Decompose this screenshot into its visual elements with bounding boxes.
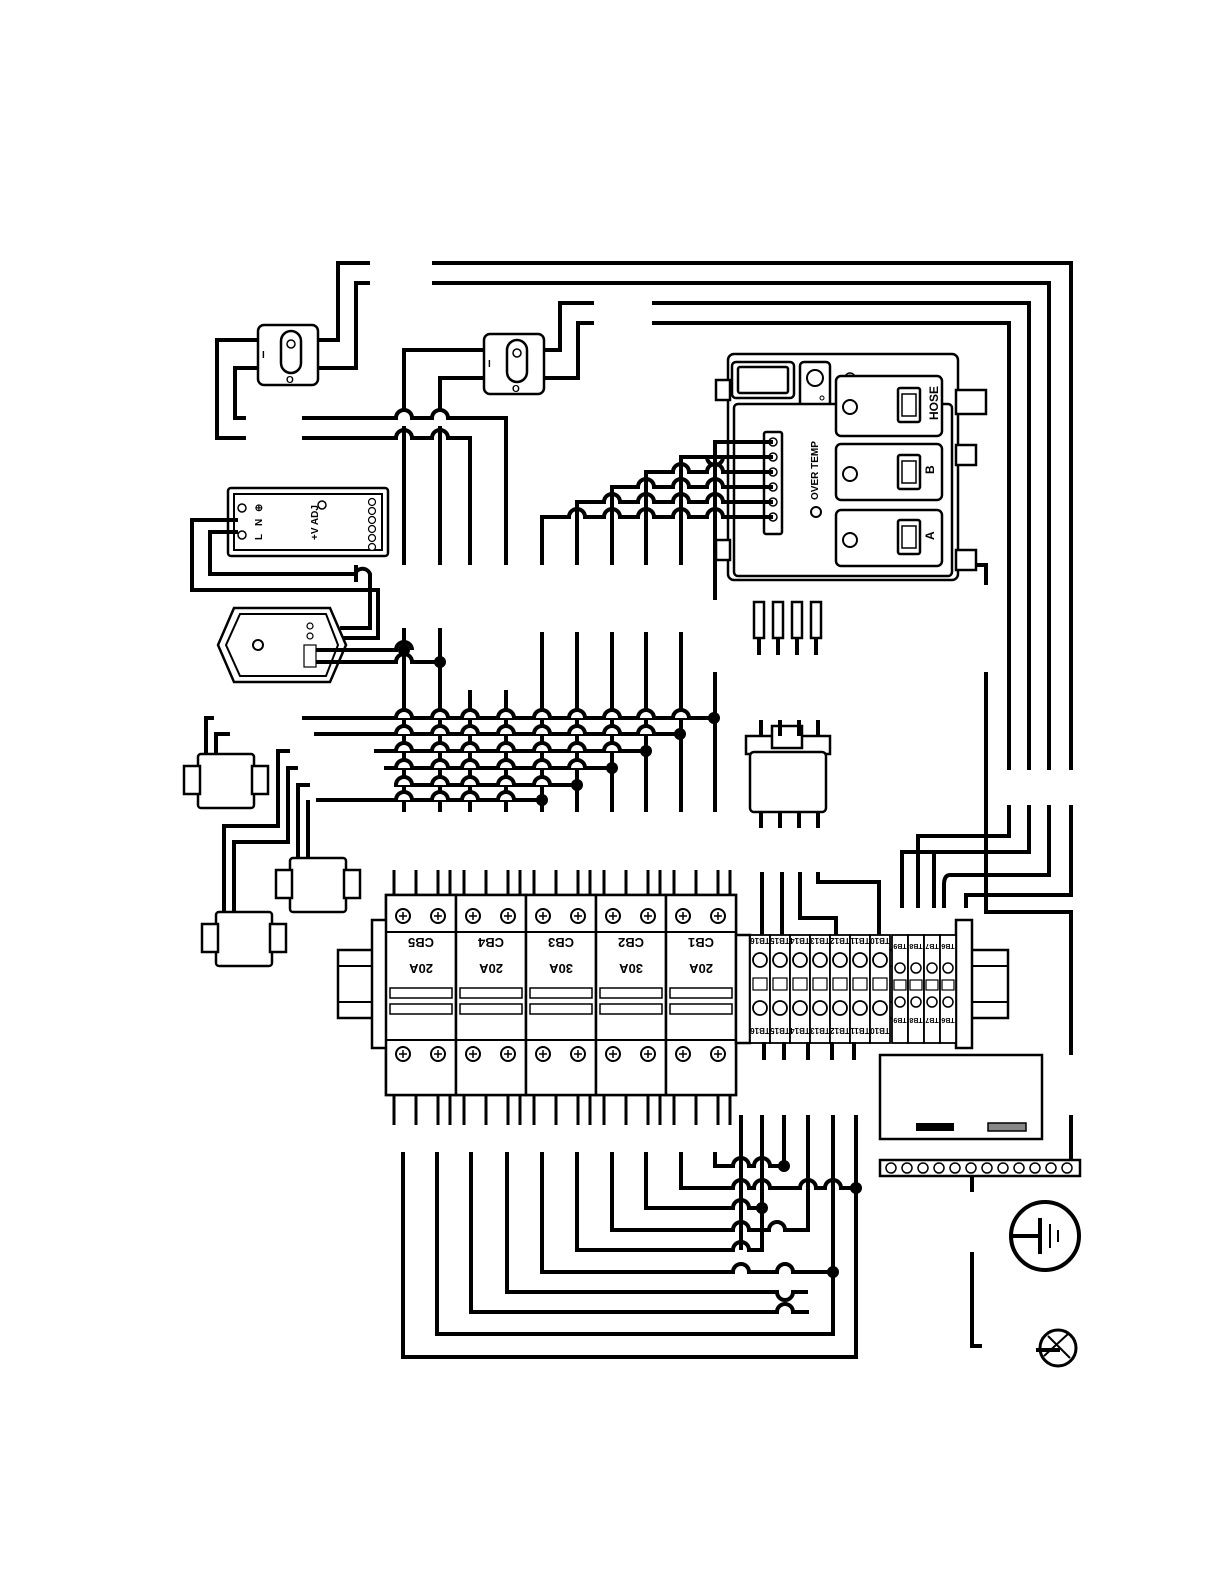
breaker-id-label: CB3 [548,935,574,950]
relay-module-1 [184,718,268,808]
breaker-rating-label: 20A [478,961,502,976]
terminal-label-bottom: TB9 [893,1016,906,1023]
bottom-wires [403,1115,862,1357]
switch-off-mark: O [286,375,294,386]
zone-label-a: A [923,531,937,540]
breaker-cb2[interactable]: CB2 30A [596,870,666,1125]
ground-bar-hole [1014,1163,1024,1173]
terminal-label-top: TB8 [909,942,922,949]
breaker-rating-label: 20A [688,961,712,976]
ps-label-ground: ⊕ [254,504,265,512]
ps-label-l: L [254,534,265,540]
control-module: HOSE B A OVER TEMP [716,354,986,580]
ground-bar-hole [1046,1163,1056,1173]
terminal-label-bottom: TB8 [909,1016,922,1023]
breaker-rating-label: 30A [548,961,572,976]
zone-label-hose: HOSE [927,386,941,420]
ground-bar-hole [982,1163,992,1173]
ground-bar-hole [966,1163,976,1173]
terminal-label-top: TB9 [893,942,906,949]
terminal-label-bottom: TB12 [830,1026,850,1035]
terminal-label-bottom: TB14 [790,1026,810,1035]
ground-bar-hole [918,1163,928,1173]
breaker-id-label: CB4 [477,935,504,950]
terminal-label-bottom: TB7 [925,1016,938,1023]
ground-bar-hole [1062,1163,1072,1173]
ground-bar-hole [998,1163,1008,1173]
terminal-label-top: TB12 [830,936,850,945]
terminal-label-top: TB15 [770,936,790,945]
zone-label-b: B [923,465,937,474]
wire-ferrules [754,602,821,655]
ground-bar-hole [950,1163,960,1173]
ground-bar-hole [886,1163,896,1173]
breaker-id-label: CB1 [688,935,714,950]
over-temp-label: OVER TEMP [810,441,821,500]
terminal-label-top: TB10 [870,936,890,945]
terminal-label-bottom: TB15 [770,1026,790,1035]
terminal-label-bottom: TB11 [850,1026,870,1035]
terminal-label-bottom: TB13 [810,1026,830,1035]
bus-grid [302,628,720,812]
terminal-block-bank: TB16TB16TB15TB15TB14TB14TB13TB13TB12TB12… [736,920,972,1048]
switch-on-mark: I [262,350,265,361]
breaker-id-label: CB5 [408,935,434,950]
breaker-rating-label: 30A [618,961,642,976]
terminal-label-bottom: TB10 [870,1026,890,1035]
breaker-rating-label: 20A [408,961,432,976]
terminal-label-top: TB16 [750,936,770,945]
switch-on-mark: I [488,359,491,370]
transformer [746,720,830,828]
breaker-cb4[interactable]: CB4 20A [456,870,526,1125]
breaker-cb1[interactable]: CB1 20A [666,870,736,1125]
disconnect-switch-1[interactable]: I O [258,325,318,386]
ground-symbol [1011,1202,1079,1270]
breaker-cb5[interactable]: CB5 20A [386,870,456,1125]
breaker-bank: CB5 20A CB4 20A CB3 30A CB2 30A CB1 20A [372,870,736,1125]
terminal-label-top: TB7 [925,942,938,949]
ground-bar-hole [902,1163,912,1173]
breaker-id-label: CB2 [618,935,644,950]
terminal-label-bottom: TB16 [750,1026,770,1035]
terminal-label-top: TB14 [790,936,810,945]
terminal-label-top: TB11 [850,936,870,945]
ground-bar [880,1160,1080,1192]
ground-bar-hole [1030,1163,1040,1173]
label-panel [880,1055,1042,1139]
switch-off-mark: O [512,384,520,395]
ps-label-n: N [254,519,265,526]
power-supply: L N ⊕ +V ADJ [228,488,388,556]
terminal-label-bottom: TB6 [941,1016,954,1023]
breaker-cb3[interactable]: CB3 30A [526,870,596,1125]
terminal-label-top: TB6 [941,942,954,949]
chassis-ground [972,1252,1076,1366]
disconnect-switch-2[interactable]: I O [484,334,544,395]
filter-module [218,608,346,682]
terminal-label-top: TB13 [810,936,830,945]
ground-bar-hole [934,1163,944,1173]
ps-adjust-label: +V ADJ [310,505,321,540]
